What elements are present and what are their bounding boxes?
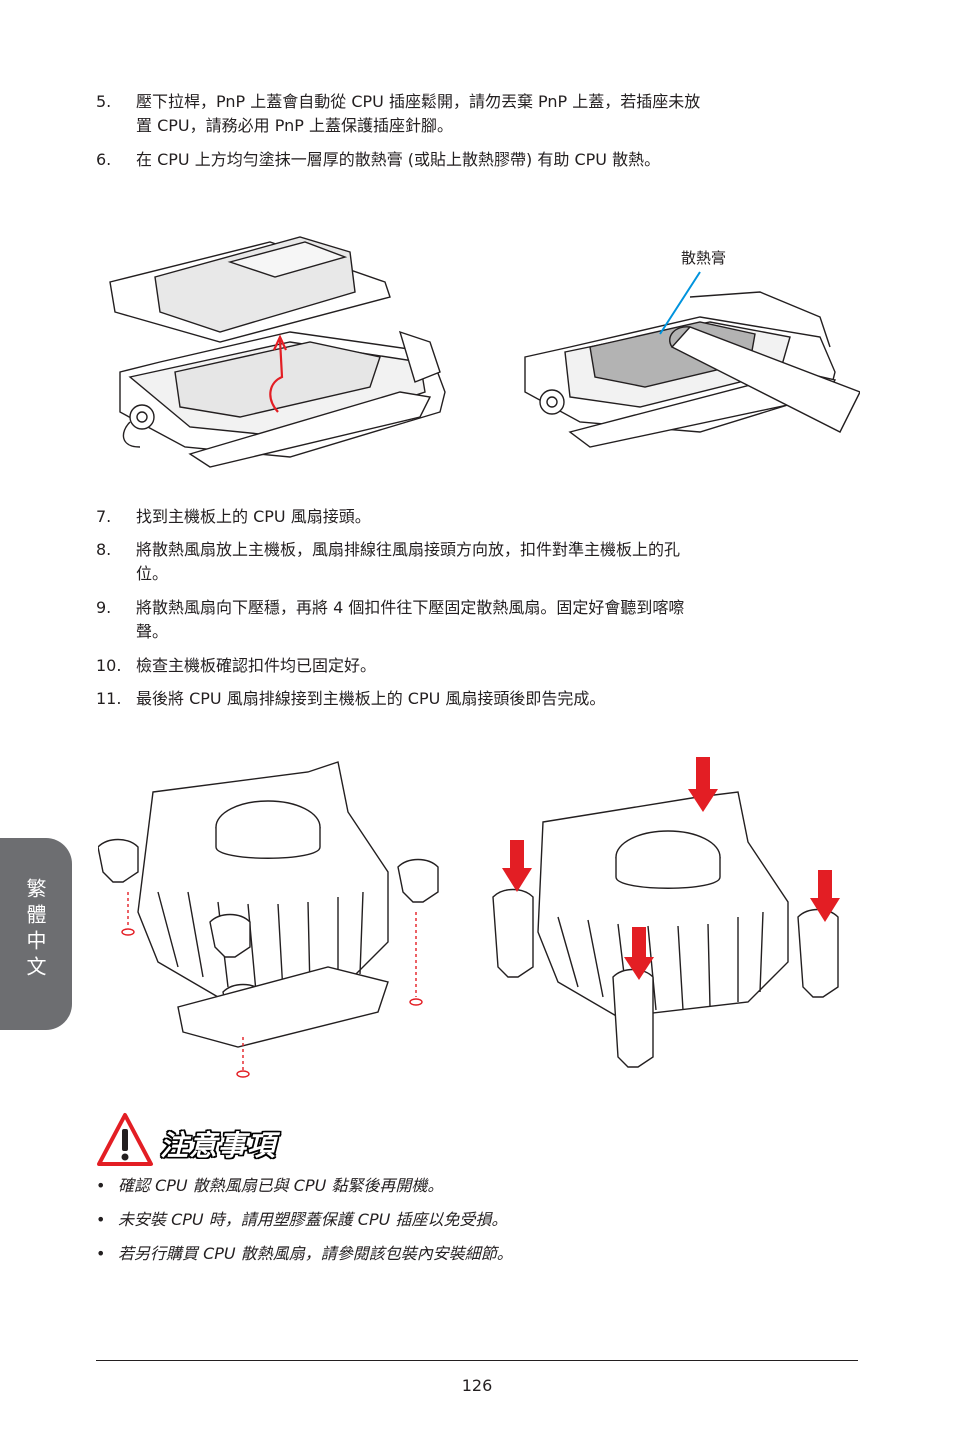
step-text-line: 將散熱風扇放上主機板，風扇排線往風扇接頭方向放，扣件對準主機板上的孔 — [136, 540, 681, 559]
socket-illustration — [100, 222, 860, 472]
thermal-paste-callout: 散熱膏 — [681, 249, 727, 267]
step-text-line: 找到主機板上的 CPU 風扇接頭。 — [136, 507, 371, 526]
step-text-line: 聲。 — [136, 622, 169, 641]
step-number: 5. — [96, 92, 112, 111]
step-text-line: 置 CPU，請務必用 PnP 上蓋保護插座針腳。 — [136, 116, 453, 135]
language-side-tab: 繁體中文 — [0, 838, 72, 1030]
bullet-dot: • — [96, 1244, 106, 1263]
step-text-line: 檢查主機板確認扣件均已固定好。 — [136, 656, 377, 675]
step-number: 11. — [96, 689, 122, 708]
step-text-line: 最後將 CPU 風扇排線接到主機板上的 CPU 風扇接頭後即告完成。 — [136, 689, 606, 708]
step-text-line: 壓下拉桿，PnP 上蓋會自動從 CPU 插座鬆開，請勿丟棄 PnP 上蓋，若插座… — [136, 92, 701, 111]
bullet-dot: • — [96, 1210, 106, 1229]
step-number: 10. — [96, 656, 122, 675]
step-number: 9. — [96, 598, 112, 617]
language-tab-label: 繁體中文 — [23, 878, 47, 982]
caution-bullet-text: 確認 CPU 散熱風扇已與 CPU 黏緊後再開機。 — [118, 1176, 444, 1195]
caution-bullet-text: 未安裝 CPU 時，請用塑膠蓋保護 CPU 插座以免受損。 — [118, 1210, 508, 1229]
cooler-illustration — [98, 752, 858, 1082]
bullet-dot: • — [96, 1176, 106, 1195]
step-text-line: 位。 — [136, 564, 169, 583]
step-number: 6. — [96, 150, 112, 169]
step-text-line: 將散熱風扇向下壓穩，再將 4 個扣件往下壓固定散熱風扇。固定好會聽到喀嚓 — [136, 598, 685, 617]
step-number: 7. — [96, 507, 112, 526]
warning-icon — [96, 1112, 154, 1168]
caution-bullet-text: 若另行購買 CPU 散熱風扇，請參閱該包裝內安裝細節。 — [118, 1244, 513, 1263]
step-text-line: 在 CPU 上方均勻塗抹一層厚的散熱膏 (或貼上散熱膠帶) 有助 CPU 散熱。 — [136, 150, 661, 169]
page-number: 126 — [461, 1376, 493, 1395]
caution-title: 注意事項 — [160, 1129, 277, 1162]
footer-divider — [96, 1360, 858, 1361]
step-number: 8. — [96, 540, 112, 559]
